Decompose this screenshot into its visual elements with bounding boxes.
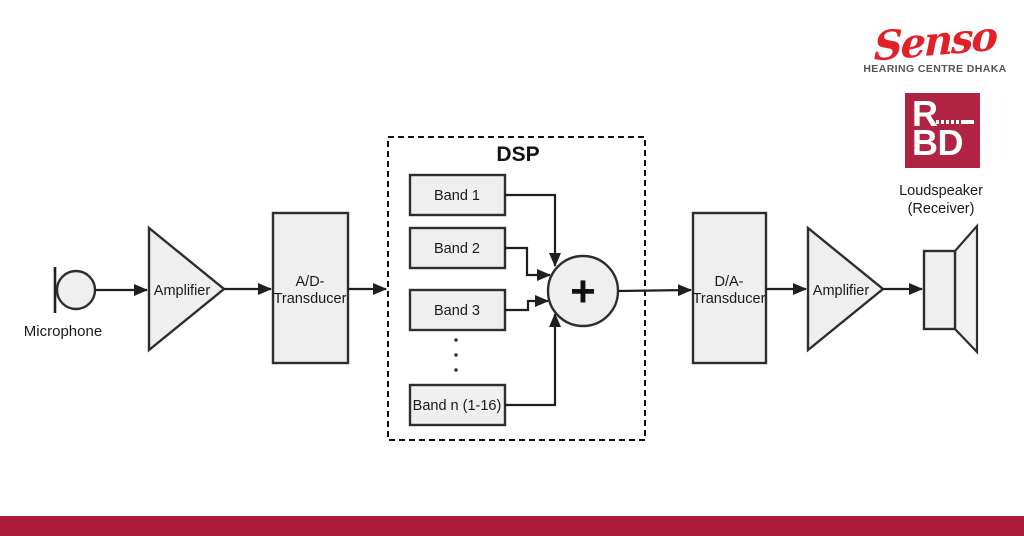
wire-bandn-to-sum: [505, 313, 561, 407]
ad-transducer-label-line2: Transducer: [274, 291, 347, 307]
band-2-label: Band 2: [434, 241, 480, 257]
wire-band3-to-sum: [505, 295, 549, 312]
loudspeaker-label-line2: (Receiver): [908, 201, 975, 217]
input-amplifier-node: Amplifier: [147, 225, 226, 353]
wire-band2-to-sum: [505, 246, 551, 281]
da-transducer-box: [691, 211, 768, 365]
output-amplifier-label: Amplifier: [813, 283, 870, 299]
sum-plus-symbol: +: [570, 267, 596, 316]
band-3-box: [408, 288, 507, 332]
ad-transducer-node: A/D- Transducer: [271, 211, 350, 365]
da-transducer-label-line1: D/A-: [715, 274, 744, 290]
output-amplifier-node: Amplifier: [806, 225, 885, 353]
brand-logo-senso: Senso: [873, 12, 997, 71]
brand-tagline: HEARING CENTRE DHAKA: [863, 63, 1007, 75]
da-transducer-node: D/A- Transducer: [691, 211, 768, 365]
ad-transducer-box: [271, 211, 350, 365]
rbd-badge: R BD: [905, 93, 980, 168]
ad-transducer-label-line1: A/D-: [296, 274, 325, 290]
dsp-title: DSP: [496, 143, 539, 166]
input-amplifier-label: Amplifier: [154, 283, 211, 299]
loudspeaker-horn-icon: [953, 223, 979, 355]
amplifier-triangle-icon: [806, 225, 885, 353]
microphone-node: Microphone: [24, 267, 102, 340]
band-n-label: Band n (1-16): [413, 398, 502, 414]
badge-letter-r: R: [912, 93, 938, 134]
badge-morse-dots-icon: [936, 120, 974, 124]
microphone-label: Microphone: [24, 323, 102, 340]
band-3-label: Band 3: [434, 303, 480, 319]
microphone-icon: [55, 269, 97, 311]
da-transducer-label-line2: Transducer: [693, 291, 766, 307]
wire-dsp-to-da: [617, 284, 692, 297]
loudspeaker-driver-icon: [922, 249, 957, 331]
loudspeaker-label-line1: Loudspeaker: [899, 183, 983, 199]
amplifier-triangle-icon: [147, 225, 226, 353]
dsp-block: DSP Band 1 Band 2 Band 3 Band n (1-16): [387, 136, 646, 441]
badge-letters-bd: BD: [912, 122, 964, 163]
band-1-label: Band 1: [434, 188, 480, 204]
footer-accent-bar: [0, 516, 1024, 536]
wire-band1-to-sum: [505, 193, 561, 267]
band-n-box: [408, 383, 507, 427]
loudspeaker-node: Loudspeaker (Receiver): [899, 183, 983, 355]
ellipsis-dots: [454, 338, 458, 372]
